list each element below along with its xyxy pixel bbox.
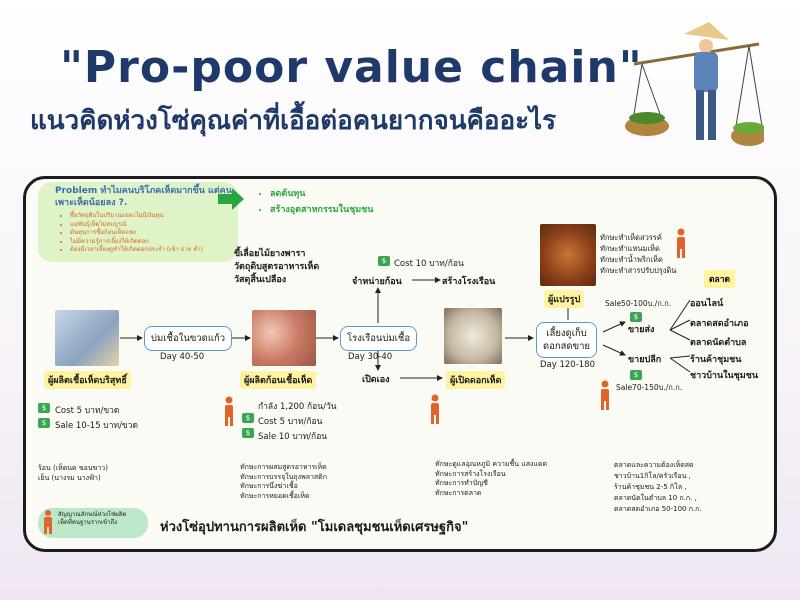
raw-materials: ขี้เลื่อยไม้ยางพารา วัตถุดิบสูตรอาหารเห็… [234,249,320,285]
cash-icon: $ [630,312,642,322]
spawn-bags-photo [252,310,316,366]
goal-item: สร้างอุตสาหกรรมในชุมชน [270,202,373,218]
cash-icon: $ [242,428,254,438]
person-icon [677,228,685,258]
page-subtitle: แนวคิดห่วงโซ่คุณค่าที่เอื้อต่อคนยากจนคือ… [30,106,557,136]
cost-block: Cost 10 บาท/ก้อน [394,259,464,269]
opener-skills: ทักษะดูแลอุณหภูมิ ความชื้น แสงแดด ทักษะก… [435,460,548,497]
person-icon [601,380,609,410]
problem-item: ต้องมีเวลาเลี้ยงดูทำให้เกิดดอกประจำ (เช้… [70,246,203,255]
cash-icon: $ [242,413,254,423]
build-house: สร้างโรงเรือน [442,277,496,287]
company-sale: Sale 10-15 บาท/ขวด [55,421,139,431]
spawn-cost: Cost 5 บาท/ก้อน [258,417,323,427]
market-title: ตลาด [704,270,736,288]
producer-spawn: ผู้ผลิตก้อนเชื้อเห็ด [240,371,317,389]
processed-mushroom-photo [540,224,596,286]
problem-item: แม่พันธุ์เห็ดไม่สมบูรณ์ [70,221,203,230]
oyster-mushroom-photo [444,308,502,364]
bottle-step: บ่มเชื้อในขวดแก้ว [144,326,233,351]
person-icon [431,394,439,424]
incubation-house: โรงเรือนบ่มเชื้อ [340,326,418,351]
day-40-50: Day 40-50 [160,352,205,362]
problem-box [38,182,238,262]
day-30-40: Day 30-40 [348,352,393,362]
spawn-capacity: กำลัง 1,200 ก้อน/วัน [258,402,337,412]
problem-item: ต้นทุนการซื้อก้อนเห็ดแพง [70,229,203,238]
arrow-right-icon [218,188,244,210]
retail: ขายปลีก [628,355,662,365]
day-120-180: Day 120-180 [540,360,596,370]
market-shop: ร้านค้าชุมชน [690,355,742,365]
person-icon [44,510,52,534]
legend-text: สัญญาณลักษณ์ห่วงโซ่ผลิต เห็ดที่คนฐานรากเ… [58,511,127,526]
processor: ผู้แปรรูป [544,290,585,308]
opener: ผู้เปิดดอกเห็ด [446,371,506,389]
problem-list: ซื้อวัตถุดิบในปริมาณเยอะไม่มีเงินทุน แม่… [62,212,203,255]
farmer-illustration [625,22,764,146]
market-subdistrict: ตลาดนัดตำบล [690,338,747,348]
legend-box [38,508,148,538]
market-need: ตลาดและความต้องเห็ดสด ชาวบ้าน1กิโล/ครัวเ… [614,461,702,513]
harvest: เลี้ยงดูเก็บ ดอกสดขาย [536,322,597,358]
spawn-skills: ทักษะการผสมสูตรอาหารเห็ด ทักษะการบรรจุใน… [240,463,327,500]
producer-company: ผู้ผลิตเชื้อเห็ดบริสุทธิ์ [44,371,131,389]
problem-item: ไม่มีความรู้การเลี้ยงให้เกิดดอก [70,238,203,247]
cash-icon: $ [630,370,642,380]
footer-caption: ห่วงโซ่อุปทานการผลิตเห็ด "โมเดลชุมชนเห็ด… [160,520,469,535]
lab-photo [55,310,119,366]
market-villagers: ชาวบ้านในชุมชน [690,371,758,381]
market-district: ตลาดสดอำเภอ [690,319,749,329]
problem-item: ซื้อวัตถุดิบในปริมาณเยอะไม่มีเงินทุน [70,212,203,221]
goal-item: ลดต้นทุน [270,186,373,202]
sale-retail: Sale70-150บ./ก.ก. [616,383,683,392]
cash-icon: $ [378,256,390,266]
cash-icon: $ [38,418,50,428]
cash-icon: $ [38,403,50,413]
wholesale: ขายส่ง [628,325,655,335]
processor-skills: ทักษะทำเห็ดสวรรค์ ทักษะทำแหนมเห็ด ทักษะท… [600,233,677,275]
company-cost: Cost 5 บาท/ขวด [55,406,120,416]
spawn-sale: Sale 10 บาท/ก้อน [258,432,328,442]
sell-blocks: จำหน่ายก้อน [352,277,402,287]
company-note: ร้อน (เห็ดนด ขอนขาว) เย็น (นางรม นางฟ้า) [38,464,108,482]
open-self: เปิดเอง [362,375,390,385]
goal-list: ลดต้นทุน สร้างอุตสาหกรรมในชุมชน [258,186,373,218]
market-online: ออนไลน์ [690,299,724,309]
page-title: "Pro-poor value chain" [60,42,643,93]
person-icon [225,396,233,426]
sale-wholesale: Sale50-100บ./ก.ก. [605,299,672,308]
problem-title: Problem ทำไมคนบริโภคเห็ดมากขึ้น แต่คนเพา… [55,186,232,208]
